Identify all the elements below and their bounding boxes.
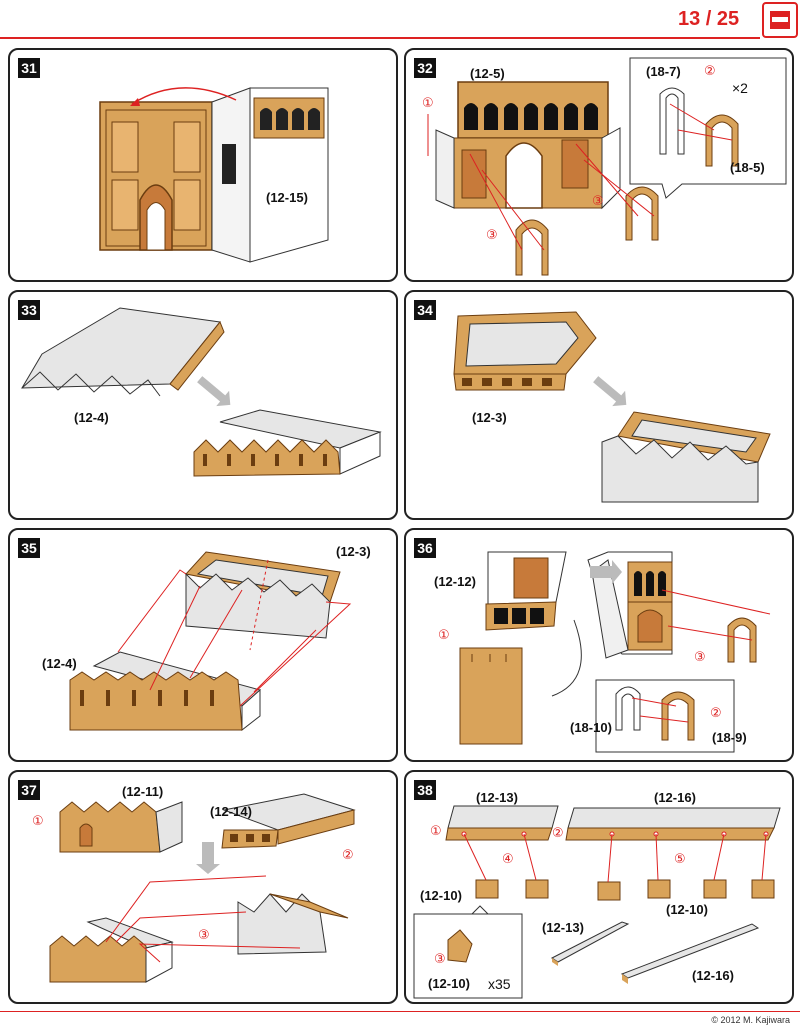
book-icon[interactable] [762, 2, 798, 38]
step-order-mark: ② [704, 64, 716, 79]
step-order-mark: ① [32, 814, 44, 829]
step-31-illustration [99, 87, 329, 263]
copyright-text: © 2012 M. Kajiwara [711, 1015, 790, 1025]
step-number: 38 [414, 780, 436, 800]
step-panel-38: 38 (12-13) (12-16) (12-10) (12-10) (12-1… [404, 770, 794, 1004]
step-34-illustration [453, 311, 771, 503]
step-panel-31: 31 (12-15) [8, 48, 398, 282]
part-label: (12-12) [434, 574, 476, 589]
step-panel-34: 34 (12-3) [404, 290, 794, 520]
part-label: (12-4) [42, 656, 77, 671]
step-order-mark: ⑤ [674, 852, 686, 867]
part-label: (12-16) [692, 968, 734, 983]
part-label: (12-10) [666, 902, 708, 917]
step-order-mark: ③ [486, 228, 498, 243]
step-number: 36 [414, 538, 436, 558]
quantity-label: x35 [488, 976, 511, 992]
part-label: (12-14) [210, 804, 252, 819]
step-order-mark: ① [430, 824, 442, 839]
part-label: (12-13) [542, 920, 584, 935]
step-order-mark: ② [552, 826, 564, 841]
part-label: (12-3) [472, 410, 507, 425]
step-number: 32 [414, 58, 436, 78]
page-number: 13 / 25 [678, 8, 740, 30]
step-order-mark: ③ [198, 928, 210, 943]
step-number: 31 [18, 58, 40, 78]
part-label: (18-7) [646, 64, 681, 79]
step-number: 35 [18, 538, 40, 558]
footer-divider [0, 1011, 800, 1012]
step-number: 33 [18, 300, 40, 320]
step-38-illustration [413, 805, 781, 999]
step-order-mark: ① [438, 628, 450, 643]
step-order-mark: ④ [502, 852, 514, 867]
part-label: (12-13) [476, 790, 518, 805]
part-label: (12-16) [654, 790, 696, 805]
step-35-illustration [69, 551, 352, 732]
step-order-mark: ② [342, 848, 354, 863]
step-number: 34 [414, 300, 436, 320]
step-order-mark: ③ [434, 952, 446, 967]
part-label: (12-10) [420, 888, 462, 903]
header-divider [0, 37, 760, 39]
step-33-illustration [21, 307, 382, 477]
step-order-mark: ① [422, 96, 434, 111]
part-label: (18-10) [570, 720, 612, 735]
step-panel-36: 36 (12-12) (18-10) (18-9) ① ② ③ [404, 528, 794, 762]
part-label: (18-9) [712, 730, 747, 745]
step-panel-32: 32 (12-5) (18-7) ×2 (18-5) ① ② ③ [404, 48, 794, 282]
part-label: (18-5) [730, 160, 765, 175]
part-label: (12-5) [470, 66, 505, 81]
step-order-mark: ③ [592, 194, 604, 209]
part-label: (12-11) [122, 784, 164, 799]
step-order-mark: ③ [694, 650, 706, 665]
part-label: (12-10) [428, 976, 470, 991]
step-panel-37: 37 (12-11) (12-14) ① ② ③ [8, 770, 398, 1004]
part-label: (12-15) [266, 190, 308, 205]
step-panel-35: 35 (12-3) (12-4) [8, 528, 398, 762]
step-32-illustration [427, 57, 787, 276]
quantity-label: ×2 [732, 80, 748, 96]
step-36-illustration [459, 551, 771, 753]
step-number: 37 [18, 780, 40, 800]
step-order-mark: ② [710, 706, 722, 721]
part-label: (12-4) [74, 410, 109, 425]
part-label: (12-3) [336, 544, 371, 559]
step-panel-33: 33 (12-4) [8, 290, 398, 520]
step-37-illustration [49, 793, 356, 983]
